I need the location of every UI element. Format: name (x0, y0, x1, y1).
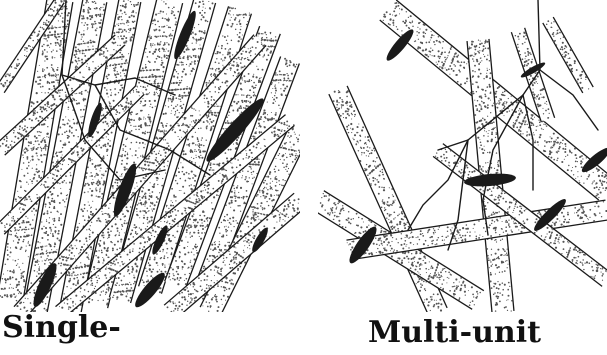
single-unit-illustration (0, 0, 300, 312)
single-unit-fibers (0, 0, 300, 312)
multi-unit-illustration (318, 0, 607, 312)
single-unit-caption: Single- (2, 313, 121, 343)
multi-unit-caption: Multi-unit (368, 318, 541, 348)
multi-unit-fiber (543, 17, 593, 93)
multi-unit-fibers (318, 0, 607, 312)
